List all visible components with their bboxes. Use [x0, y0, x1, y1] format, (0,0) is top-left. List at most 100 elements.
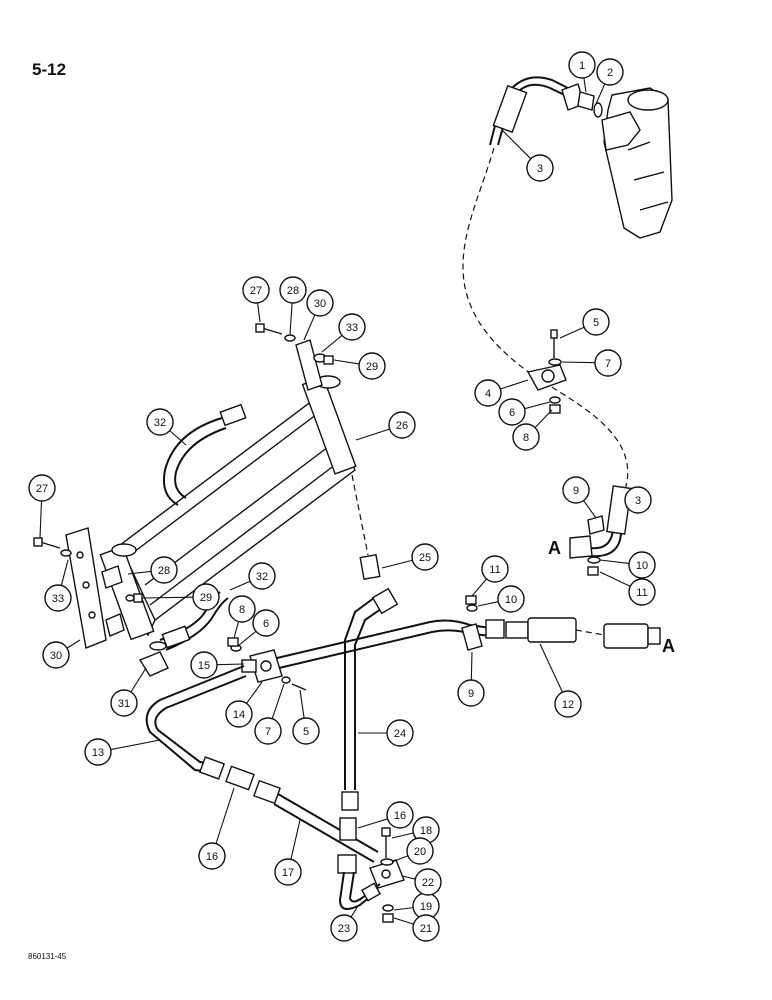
- callout-circle: [594, 349, 622, 377]
- callout-circle: [225, 700, 253, 728]
- callout-leader: [583, 500, 597, 519]
- callout-leader: [229, 580, 251, 591]
- pipe-13: [145, 665, 281, 805]
- callout-number: 7: [605, 358, 611, 370]
- callout-number: 30: [50, 650, 62, 662]
- callout-number: 27: [36, 483, 48, 495]
- callout-leader: [470, 651, 473, 681]
- callout-number: 21: [420, 923, 432, 935]
- callout-circle: [198, 842, 226, 870]
- callout-group: 1233455667788991010111112131415161617181…: [28, 51, 656, 942]
- mounting-bracket-upper: [255, 323, 334, 391]
- callout-circle: [474, 379, 502, 407]
- callout-number: 10: [636, 560, 648, 572]
- callout-leader: [534, 409, 553, 429]
- callout-circle: [526, 154, 554, 182]
- callout-leader: [355, 428, 390, 441]
- pipe-9-long: [259, 619, 529, 673]
- callout-circle: [568, 51, 596, 79]
- callout-number: 4: [485, 388, 491, 400]
- clamp-9-assembly: [461, 595, 483, 651]
- callout-leader: [524, 401, 551, 410]
- callout-leader: [233, 621, 240, 639]
- callout-number: 11: [489, 564, 500, 576]
- callout-number: 33: [52, 593, 64, 605]
- callout-circle: [279, 276, 307, 304]
- callout-leader: [350, 905, 359, 918]
- callout-circle: [457, 679, 485, 707]
- callout-leader: [333, 359, 360, 365]
- callout-circle: [28, 474, 56, 502]
- callout-number: 20: [414, 846, 426, 858]
- callout-number: 8: [523, 432, 529, 444]
- callout-leader: [393, 907, 414, 911]
- callout-number: 8: [239, 604, 245, 616]
- callout-number: 2: [607, 67, 613, 79]
- callout-leader: [599, 559, 630, 565]
- callout-circle: [190, 651, 218, 679]
- callout-leader: [595, 83, 606, 105]
- callout-circle: [252, 609, 280, 637]
- callout-circle: [596, 58, 624, 86]
- callout-leader: [130, 667, 147, 693]
- connector-label-a-left: A: [548, 538, 561, 558]
- clamp-4-assembly: [526, 329, 567, 414]
- fitting-25: [351, 474, 381, 581]
- callout-leader: [559, 326, 585, 339]
- callout-number: 1: [579, 60, 585, 72]
- callout-leader: [583, 77, 587, 93]
- callout-circle: [562, 476, 590, 504]
- callout-number: 25: [419, 552, 431, 564]
- callout-circle: [150, 556, 178, 584]
- callout-circle: [386, 801, 414, 829]
- callout-circle: [412, 914, 440, 942]
- callout-number: 19: [420, 901, 432, 913]
- callout-circle: [274, 858, 302, 886]
- callout-number: 31: [118, 698, 130, 710]
- callout-circle: [110, 689, 138, 717]
- callout-leader: [391, 832, 414, 839]
- fitting-16-lower: [337, 817, 357, 874]
- callout-circle: [330, 914, 358, 942]
- figure-code: 860131-45: [28, 952, 67, 961]
- callout-circle: [248, 562, 276, 590]
- callout-circle: [292, 717, 320, 745]
- pressure-hose-upper: [489, 76, 603, 146]
- page-number: 5-12: [32, 60, 67, 79]
- callout-number: 7: [265, 726, 271, 738]
- pipe-24: [341, 587, 399, 811]
- callout-leader: [501, 129, 532, 160]
- callout-leader: [561, 361, 596, 364]
- callout-leader: [271, 683, 285, 719]
- callout-circle: [497, 585, 525, 613]
- callout-circle: [44, 584, 72, 612]
- callout-number: 15: [198, 660, 210, 672]
- callout-leader: [303, 314, 316, 341]
- callout-circle: [42, 641, 70, 669]
- callout-number: 16: [206, 851, 218, 863]
- callout-number: 5: [593, 317, 599, 329]
- callout-leader: [599, 571, 631, 587]
- callout-number: 32: [154, 417, 166, 429]
- callout-circle: [242, 276, 270, 304]
- callout-circle: [386, 719, 414, 747]
- callout-circle: [414, 868, 442, 896]
- callout-leader: [246, 681, 263, 704]
- callout-circle: [628, 578, 656, 606]
- callout-circle: [411, 543, 439, 571]
- connector-label-a-right: A: [662, 636, 675, 656]
- callout-leader: [321, 334, 343, 353]
- callout-number: 18: [420, 825, 432, 837]
- callout-number: 14: [233, 709, 245, 721]
- clamp-22-assembly: [369, 827, 405, 923]
- callout-circle: [192, 583, 220, 611]
- hose-12: [527, 617, 661, 649]
- callout-leader: [216, 663, 245, 666]
- callout-number: 3: [635, 495, 641, 507]
- callout-number: 6: [509, 407, 515, 419]
- callout-circle: [498, 398, 526, 426]
- callout-circle: [554, 690, 582, 718]
- callout-number: 6: [263, 618, 269, 630]
- callout-leader: [237, 630, 257, 647]
